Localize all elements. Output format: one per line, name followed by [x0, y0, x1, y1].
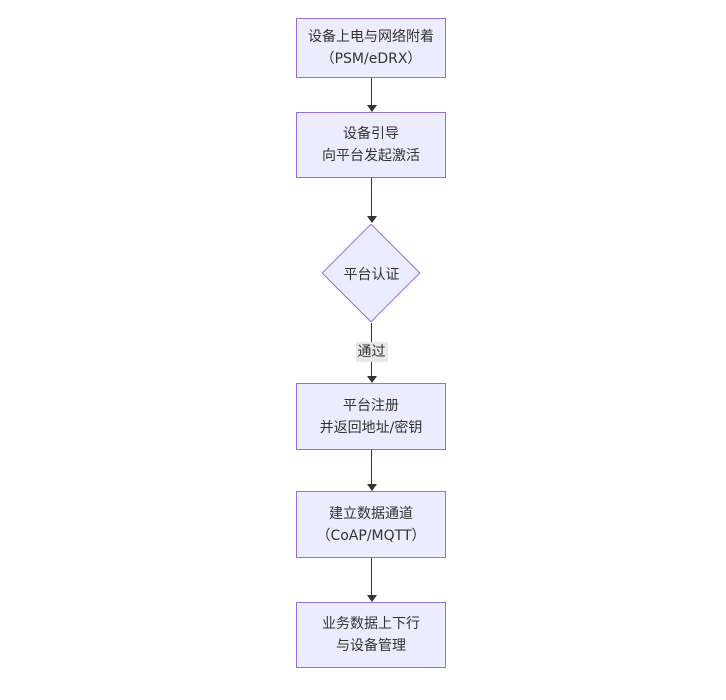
- node-label-line: 建立数据通道: [329, 505, 413, 522]
- node-label-line: 业务数据上下行: [322, 616, 420, 632]
- node-data-channel: 建立数据通道 （CoAP/MQTT）: [296, 491, 446, 558]
- node-label-line: 平台注册: [343, 397, 399, 414]
- flow-connector: [371, 78, 372, 106]
- node-label-line: 与设备管理: [336, 638, 406, 654]
- node-label-line: （PSM/eDRX）: [320, 51, 422, 67]
- decision-platform-auth: 平台认证: [321, 223, 422, 324]
- node-register: 平台注册 并返回地址/密钥: [296, 383, 446, 450]
- node-label-line: 设备上电与网络附着: [308, 29, 434, 45]
- arrowhead-down-icon: [366, 216, 377, 223]
- node-label-line: （CoAP/MQTT）: [316, 527, 426, 544]
- node-label-line: 向平台发起激活: [322, 148, 420, 164]
- node-bootstrap: 设备引导 向平台发起激活: [296, 112, 446, 178]
- arrowhead-down-icon: [366, 376, 377, 383]
- node-label-line: 设备引导: [343, 126, 399, 142]
- arrowhead-down-icon: [366, 484, 377, 491]
- node-business-data: 业务数据上下行 与设备管理: [296, 602, 446, 668]
- arrowhead-down-icon: [366, 105, 377, 112]
- flow-connector: [371, 450, 372, 485]
- node-label: 平台认证: [343, 266, 400, 283]
- arrowhead-down-icon: [366, 595, 377, 602]
- node-power-attach: 设备上电与网络附着 （PSM/eDRX）: [296, 18, 446, 78]
- edge-label-pass: 通过: [355, 342, 388, 362]
- flow-connector: [371, 178, 372, 217]
- node-label-line: 并返回地址/密钥: [319, 419, 423, 436]
- flow-connector: [371, 558, 372, 596]
